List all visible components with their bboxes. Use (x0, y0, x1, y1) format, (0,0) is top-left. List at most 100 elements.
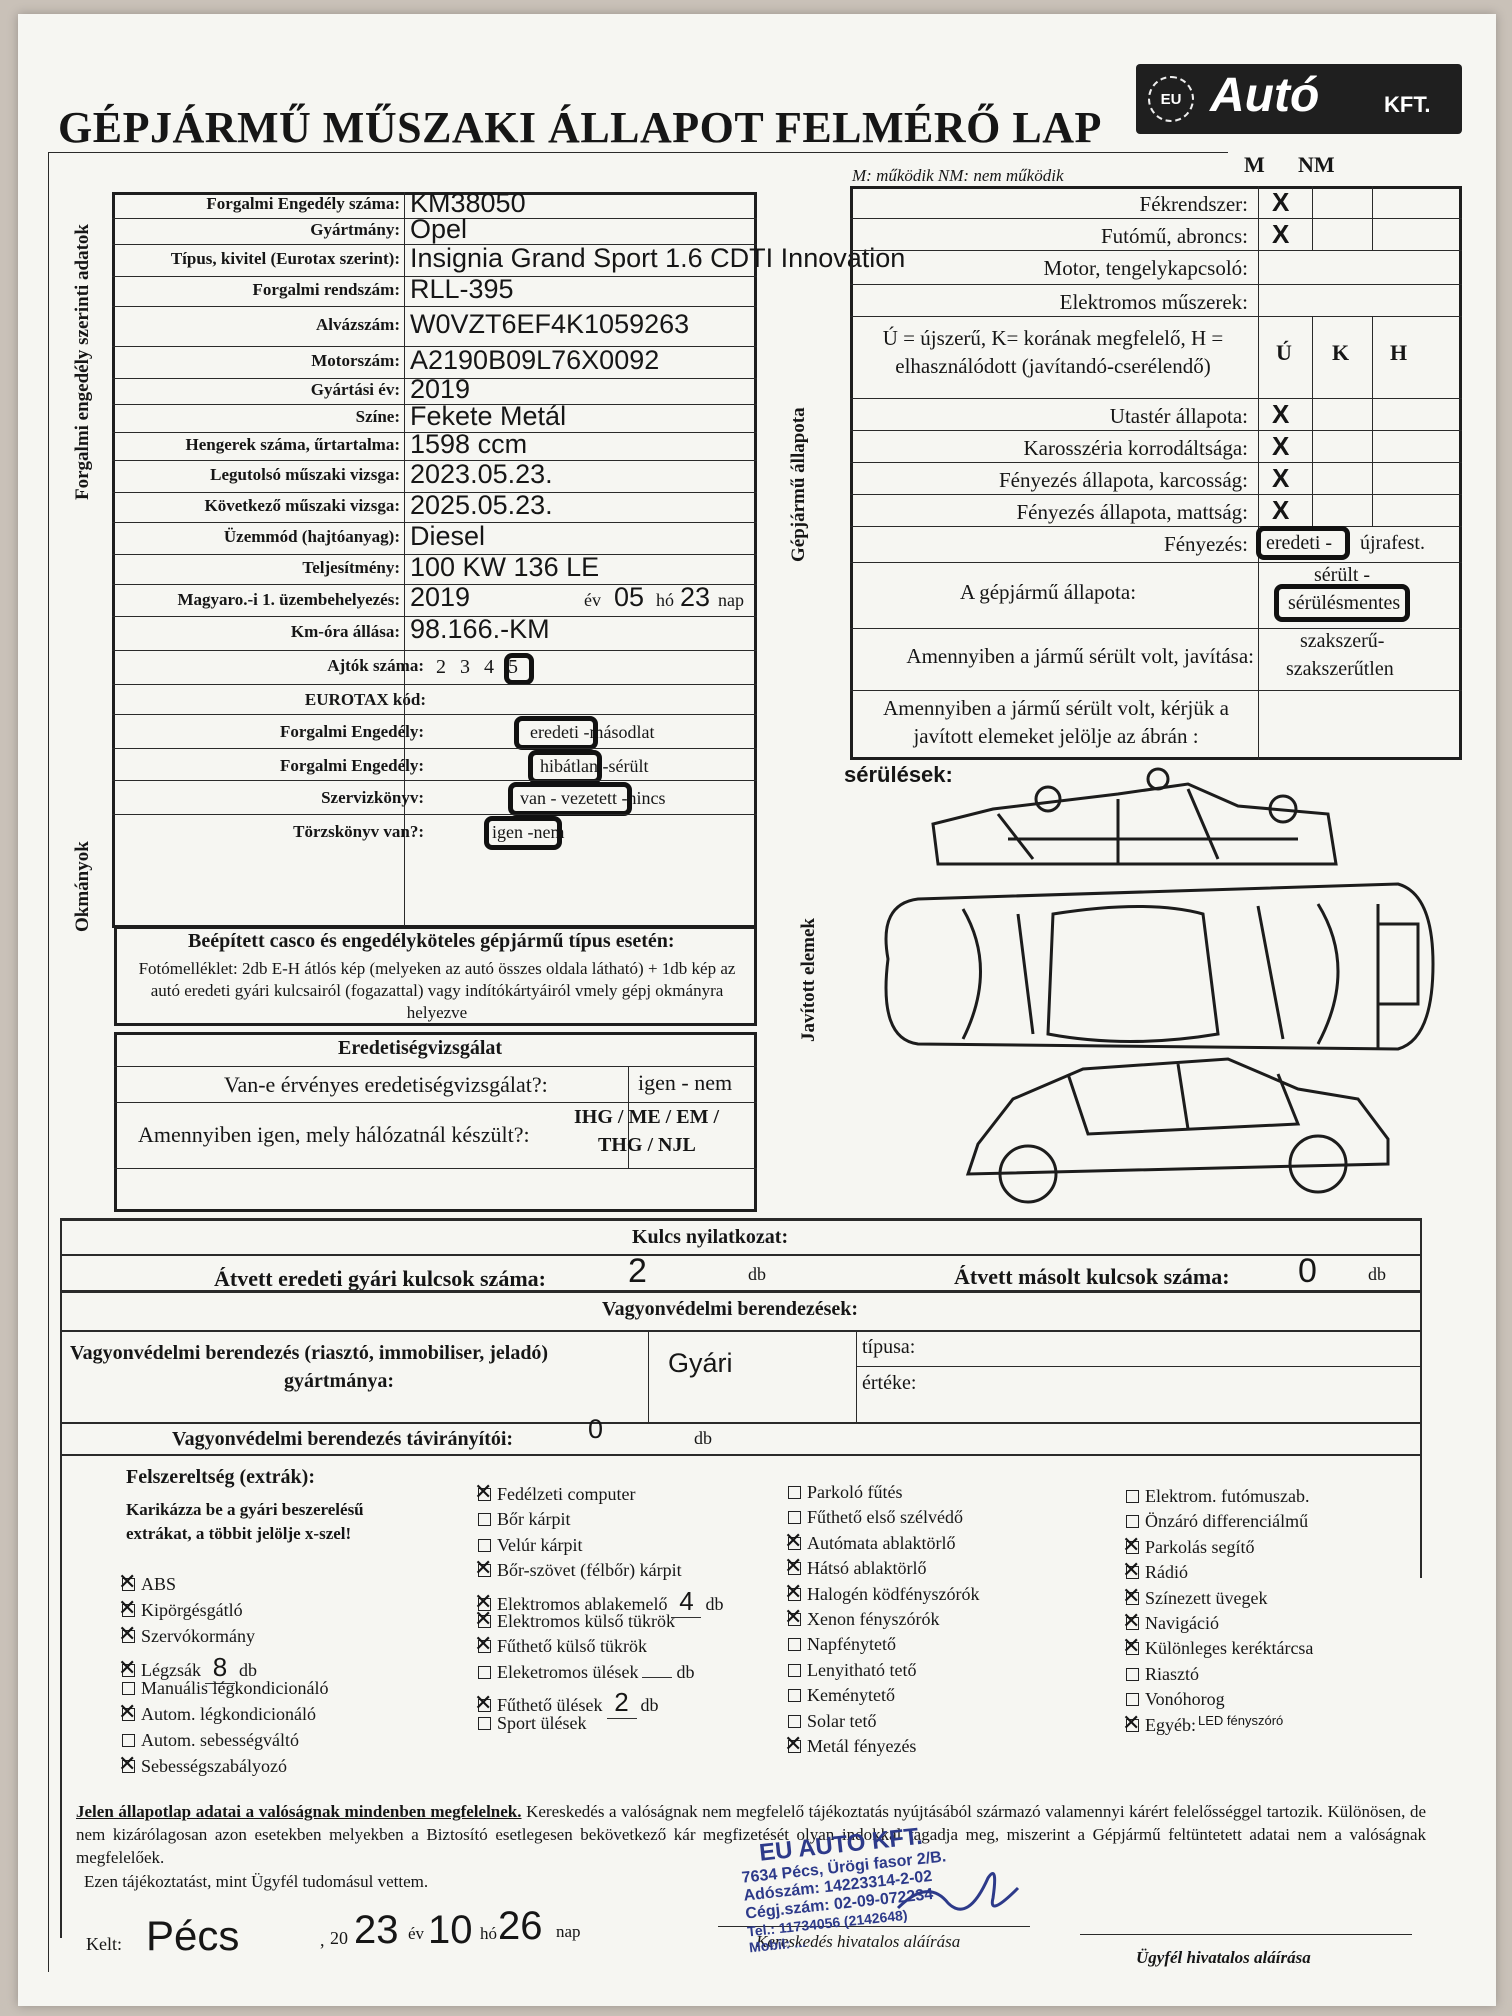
vehicle-value[interactable]: RLL-395 (410, 274, 514, 304)
state-opt1[interactable]: sérült - (1314, 564, 1371, 586)
car-diagram[interactable] (858, 754, 1448, 1214)
extra-checkbox[interactable] (118, 1622, 136, 1647)
extra-checkbox[interactable] (474, 1480, 492, 1505)
extra-checkbox[interactable] (478, 1665, 491, 1679)
extra-item[interactable]: Solar tető (788, 1711, 877, 1732)
extra-checkbox[interactable] (788, 1486, 801, 1499)
vehicle-value[interactable]: Fekete Metál (410, 401, 567, 431)
extra-checkbox[interactable] (1126, 1667, 1139, 1681)
extra-checkbox[interactable] (784, 1529, 802, 1554)
doc-selected[interactable]: hibátlan (540, 756, 598, 776)
first-reg-day[interactable]: 23 (680, 582, 711, 612)
extra-item[interactable]: Autómata ablaktörlő (784, 1529, 955, 1554)
extra-count[interactable]: 8 (204, 1652, 235, 1684)
extra-checkbox[interactable] (118, 1752, 136, 1777)
extra-item[interactable]: Szervókormány (118, 1622, 255, 1647)
extra-item[interactable]: Vonóhorog (1126, 1689, 1225, 1710)
extra-item[interactable]: Lenyitható tető (788, 1660, 916, 1681)
condition-mark[interactable]: X (1272, 187, 1290, 217)
extra-checkbox[interactable] (788, 1714, 801, 1728)
extra-checkbox[interactable] (1122, 1711, 1140, 1736)
extra-item[interactable]: Riasztó (1126, 1664, 1199, 1685)
keys-copy-value[interactable]: 0 (1298, 1252, 1317, 1290)
extra-checkbox[interactable] (1122, 1634, 1140, 1659)
extra-item[interactable]: Rádió (1122, 1558, 1188, 1583)
eredetiseg-a2b[interactable]: THG / NJL (598, 1134, 696, 1156)
extra-checkbox[interactable] (122, 1682, 135, 1695)
extra-checkbox[interactable] (118, 1656, 136, 1681)
extra-item[interactable]: Halogén ködfényszórók (784, 1580, 979, 1605)
extra-checkbox[interactable] (478, 1716, 491, 1730)
sign-day[interactable]: 26 (498, 1904, 543, 1948)
extra-item[interactable]: Fedélzeti computer (474, 1480, 635, 1505)
extra-item[interactable]: Sport ülések (478, 1713, 587, 1734)
extra-item[interactable]: Keménytető (788, 1685, 895, 1706)
vehicle-value[interactable]: W0VZT6EF4K1059263 (410, 309, 690, 339)
extra-item[interactable]: Sebességszabályozó (118, 1752, 287, 1777)
vehicle-value[interactable]: KM38050 (410, 188, 526, 218)
extra-item[interactable]: Fűthető első szélvédő (788, 1507, 963, 1528)
first-reg-month[interactable]: 05 (614, 582, 645, 612)
quality-mark[interactable]: X (1272, 431, 1290, 461)
doc-selected[interactable]: igen (492, 822, 523, 842)
sign-year[interactable]: 23 (354, 1908, 399, 1952)
extra-item[interactable]: Különleges keréktárcsa (1122, 1634, 1313, 1659)
vehicle-value[interactable]: 100 KW 136 LE (410, 552, 600, 582)
extra-checkbox[interactable] (474, 1632, 492, 1657)
extra-checkbox[interactable] (788, 1638, 801, 1652)
extra-item[interactable]: Hátsó ablaktörlő (784, 1554, 926, 1579)
extra-item[interactable]: Autom. sebességváltó (122, 1730, 299, 1751)
doc-rest[interactable]: sérült (608, 756, 649, 776)
extra-note[interactable]: LED fényszóró (1198, 1712, 1284, 1728)
extra-checkbox[interactable] (1122, 1533, 1140, 1558)
vehicle-value[interactable]: 2023.05.23. (410, 459, 553, 489)
extra-checkbox[interactable] (784, 1554, 802, 1579)
extra-item[interactable]: Bőr kárpit (478, 1509, 571, 1530)
extra-checkbox[interactable] (788, 1511, 801, 1525)
keys-orig-value[interactable]: 2 (628, 1252, 647, 1290)
quality-mark[interactable]: X (1272, 463, 1290, 493)
extra-item[interactable]: Elektrom. futómuszab. (1126, 1486, 1309, 1507)
paint-selected[interactable]: eredeti - (1266, 532, 1333, 554)
extra-checkbox[interactable] (1122, 1558, 1140, 1583)
condition-mark[interactable]: X (1272, 219, 1290, 249)
vehicle-value[interactable]: A2190B09L76X0092 (410, 345, 660, 375)
eredetiseg-a1[interactable]: igen - nem (638, 1070, 733, 1095)
door-option[interactable]: 3 (460, 656, 470, 678)
doc-options[interactable]: van - vezetett -nincs (520, 788, 665, 809)
door-option[interactable]: 4 (484, 656, 494, 678)
paint-rest[interactable]: újrafest. (1360, 532, 1425, 554)
first-reg-year[interactable]: 2019 (410, 582, 471, 612)
doc-options[interactable]: igen -nem (492, 822, 565, 843)
extra-checkbox[interactable] (784, 1580, 802, 1605)
km-value[interactable]: 98.166.-KM (410, 614, 550, 644)
extra-checkbox[interactable] (784, 1605, 802, 1630)
door-option[interactable]: 5 (508, 656, 518, 678)
extra-item[interactable]: Fűthető külső tükrök (474, 1632, 647, 1657)
extra-item[interactable]: Egyéb:LED fényszóró (1122, 1711, 1284, 1736)
doc-rest[interactable]: másodlat (589, 722, 655, 742)
extra-checkbox[interactable] (788, 1689, 801, 1703)
extra-item[interactable]: Velúr kárpit (478, 1535, 582, 1556)
sign-place[interactable]: Pécs (146, 1912, 240, 1959)
doc-selected[interactable]: van - vezetett (520, 788, 617, 808)
repair-opt2[interactable]: szakszerűtlen (1286, 658, 1394, 680)
extra-checkbox[interactable] (478, 1538, 491, 1552)
extra-checkbox[interactable] (784, 1732, 802, 1757)
extra-count[interactable]: 4 (671, 1586, 702, 1618)
doc-rest[interactable]: nincs (627, 788, 666, 808)
extra-checkbox[interactable] (1126, 1693, 1139, 1707)
sign-month[interactable]: 10 (428, 1908, 473, 1952)
extra-checkbox[interactable] (1122, 1584, 1140, 1609)
doc-options[interactable]: eredeti -másodlat (530, 722, 654, 743)
security-remote-value[interactable]: 0 (588, 1414, 604, 1444)
vehicle-value[interactable]: Opel (410, 214, 468, 244)
car-side-bottom-view[interactable] (965, 1057, 1390, 1204)
extra-checkbox[interactable] (118, 1700, 136, 1725)
extra-checkbox[interactable] (1122, 1609, 1140, 1634)
extra-checkbox[interactable] (474, 1607, 492, 1632)
security-make-value[interactable]: Gyári (668, 1348, 733, 1378)
doc-selected[interactable]: eredeti (530, 722, 579, 742)
extra-item[interactable]: Napfénytető (788, 1634, 896, 1655)
